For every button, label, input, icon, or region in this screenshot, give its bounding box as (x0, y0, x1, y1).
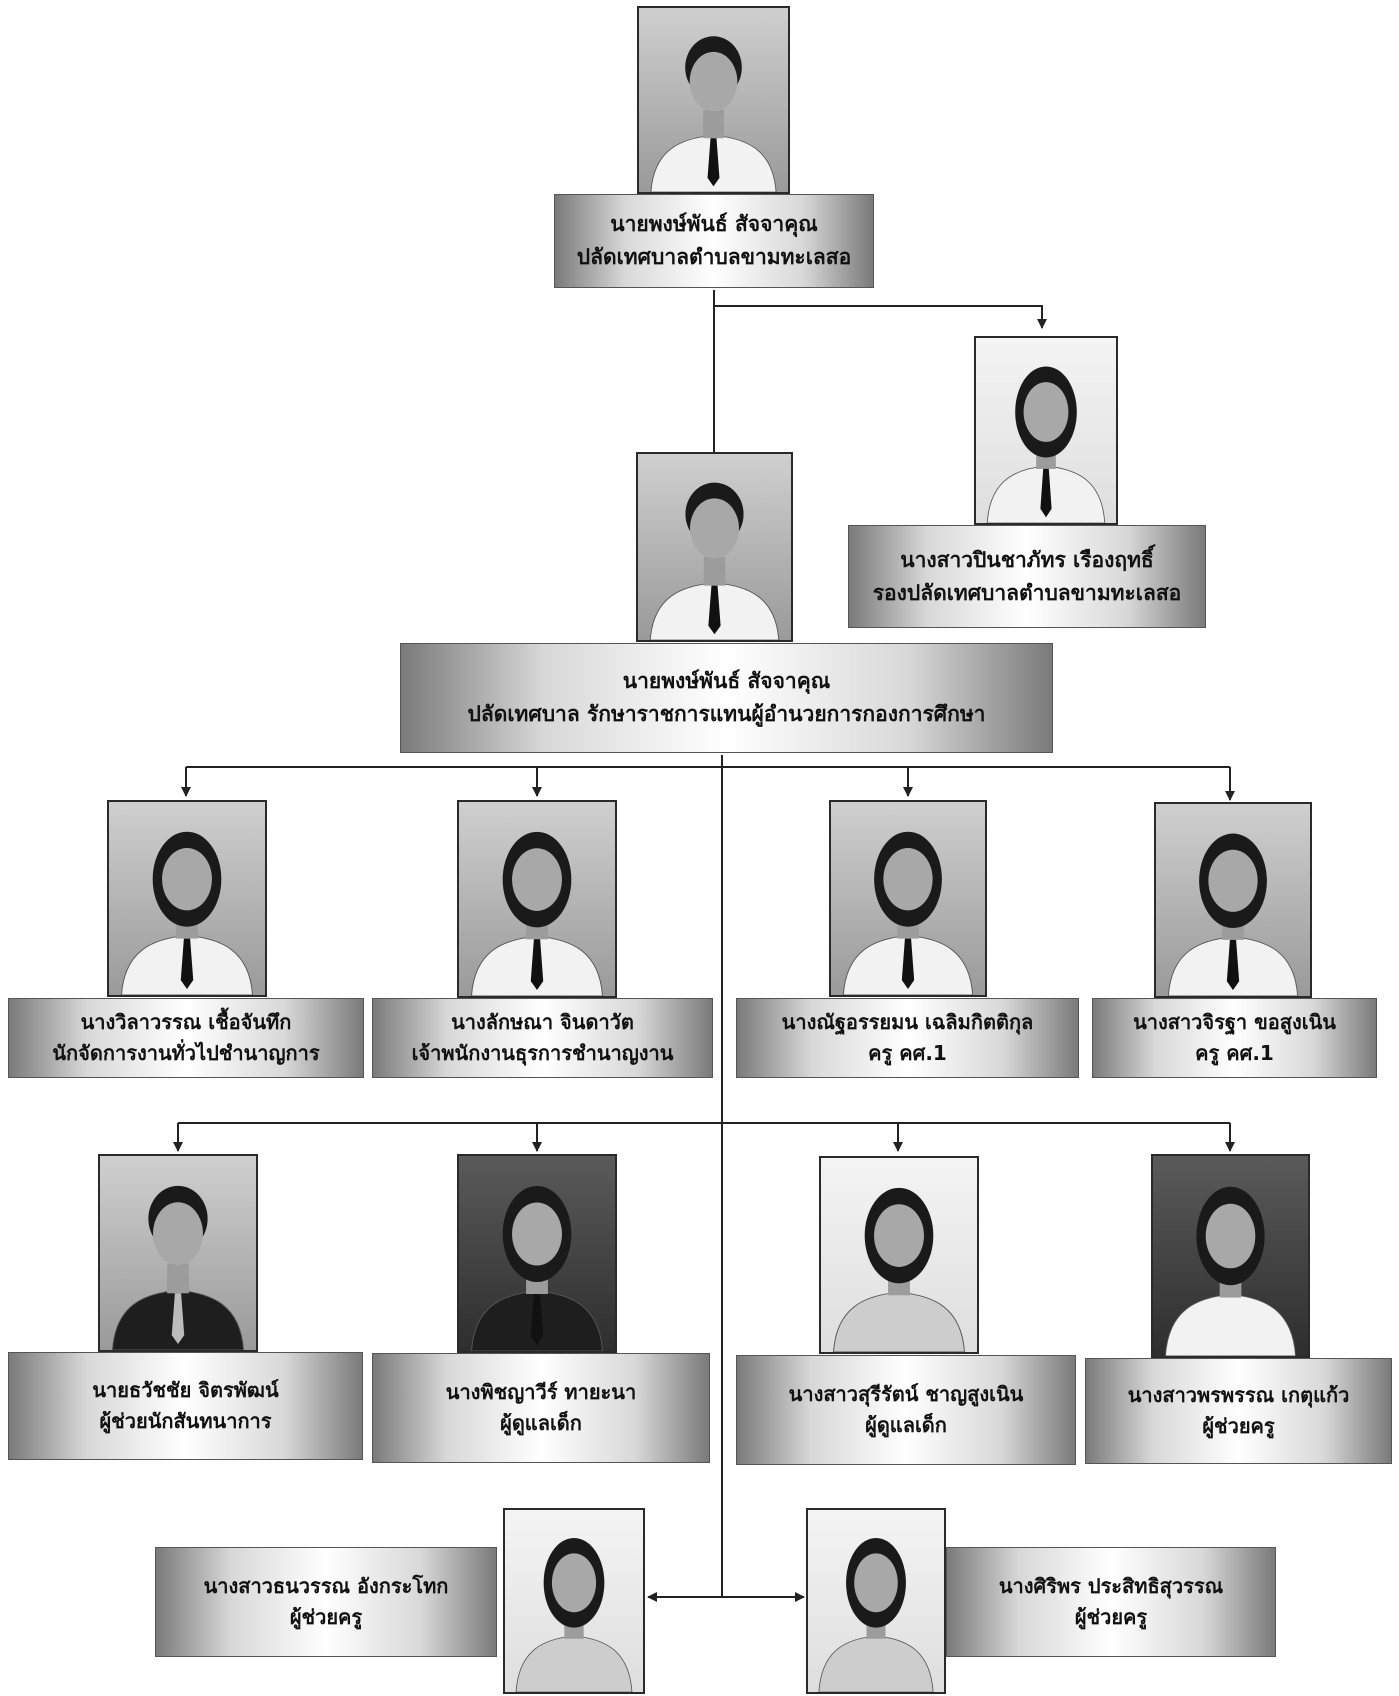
r1a-photo (107, 800, 267, 997)
r1c-photo (829, 800, 987, 997)
r3b-label: นางศิริพร ประสิทธิสุวรรณ ผู้ช่วยครู (946, 1547, 1276, 1657)
portrait-icon (1167, 833, 1299, 996)
face-shape (690, 498, 739, 559)
person-position: ผู้ช่วยครู (289, 1605, 363, 1629)
portrait-icon (986, 366, 1106, 523)
tie-shape (707, 138, 720, 187)
torso-shape (1164, 1293, 1297, 1356)
r1b-label: นางลักษณา จินดาวัต เจ้าพนักงานธุรการชำนา… (372, 998, 713, 1078)
tie-shape (1226, 939, 1240, 991)
tie-shape (530, 939, 544, 991)
neck-shape (703, 557, 726, 586)
r2d-label: นางสาวพรพรรณ เกตุแก้ว ผู้ช่วยครู (1085, 1358, 1392, 1464)
face-shape (1208, 849, 1258, 912)
r2a-label: นายธวัชชัย จิตรพัฒน์ ผู้ช่วยนักสันทนาการ (8, 1352, 363, 1460)
face-shape (162, 848, 212, 911)
face-shape (883, 848, 933, 911)
tie-shape (1040, 468, 1052, 518)
tie-shape (180, 938, 194, 990)
r1a-label: นางวิลาวรรณ เชื้อจันทึก นักจัดการงานทั่ว… (8, 998, 364, 1078)
portrait-icon (121, 831, 253, 995)
person-position: ผู้ดูแลเด็ก (500, 1411, 582, 1435)
portrait-icon (650, 36, 777, 192)
person-name: นางศิริพร ประสิทธิสุวรรณ (998, 1574, 1224, 1598)
top-label: นายพงษ์พันธ์ สัจจาคุณ ปลัดเทศบาลตำบลขามท… (554, 194, 874, 288)
person-name: นางวิลาวรรณ เชื้อจันทึก (80, 1010, 292, 1034)
person-position: ผู้ดูแลเด็ก (865, 1413, 947, 1437)
person-name: นางสาวจิรฐา ขอสูงเนิน (1133, 1010, 1336, 1034)
portrait-icon (1164, 1186, 1297, 1356)
person-name: นางณัฐอรรยมน เฉลิมกิตติกุล (781, 1010, 1034, 1034)
person-name: นายพงษ์พันธ์ สัจจาคุณ (622, 669, 831, 694)
r3a-label: นางสาวธนวรรณ อังกระโทก ผู้ช่วยครู (155, 1547, 497, 1657)
neck-shape (703, 109, 724, 139)
face-shape (689, 51, 738, 112)
r2c-photo (819, 1156, 979, 1354)
person-position: นักจัดการงานทั่วไปชำนาญการ (52, 1041, 320, 1065)
deputy-photo (974, 336, 1118, 525)
person-position: ผู้ช่วยครู (1074, 1605, 1148, 1629)
r3b-photo (806, 1508, 946, 1694)
r1d-photo (1154, 802, 1312, 998)
person-name: นางสาวพรพรรณ เกตุแก้ว (1127, 1383, 1350, 1407)
connector-to-deputy (714, 305, 1047, 329)
portrait-icon (515, 1538, 633, 1692)
person-position: ผู้ช่วยนักสันทนาการ (99, 1409, 272, 1433)
tie-shape (901, 938, 915, 990)
r2a-photo (98, 1154, 258, 1352)
person-name: นางพิชญาวีร์ ทายะนา (445, 1380, 637, 1404)
portrait-icon (818, 1538, 934, 1692)
person-name: นางสาวธนวรรณ อังกระโทก (203, 1574, 449, 1598)
person-position: ครู คศ.1 (868, 1041, 947, 1065)
deputy-label: นางสาวปินชาภัทร เรืองฤทธิ์ รองปลัดเทศบาล… (848, 525, 1206, 628)
tie-shape (530, 1294, 544, 1345)
r1c-label: นางณัฐอรรยมน เฉลิมกิตติกุล ครู คศ.1 (736, 998, 1079, 1078)
face-shape (854, 1553, 898, 1613)
r1d-label: นางสาวจิรฐา ขอสูงเนิน ครู คศ.1 (1092, 998, 1377, 1078)
top-photo (637, 6, 790, 194)
r2b-photo (457, 1154, 617, 1353)
person-position: เจ้าพนักงานธุรการชำนาญงาน (411, 1041, 674, 1065)
portrait-icon (112, 1185, 244, 1350)
person-name: นางลักษณา จินดาวัต (451, 1010, 634, 1034)
face-shape (1023, 382, 1069, 442)
person-position: รองปลัดเทศบาลตำบลขามทะเลสอ (872, 580, 1182, 605)
r1b-photo (457, 800, 617, 998)
head-photo (636, 452, 793, 642)
r2b-label: นางพิชญาวีร์ ทายะนา ผู้ดูแลเด็ก (372, 1353, 710, 1463)
tie-shape (171, 1293, 185, 1345)
tie-shape (708, 585, 721, 635)
face-shape (1205, 1203, 1256, 1269)
portrait-icon (842, 831, 974, 995)
face-shape (512, 1202, 562, 1266)
torso-shape (818, 1635, 934, 1692)
torso-shape (833, 1291, 965, 1352)
portrait-icon (649, 482, 780, 640)
face-shape (874, 1204, 924, 1267)
r2d-photo (1151, 1154, 1310, 1358)
person-name: นายธวัชชัย จิตรพัฒน์ (92, 1378, 279, 1402)
face-shape (512, 848, 562, 911)
r3a-photo (503, 1508, 645, 1694)
neck-shape (167, 1263, 189, 1294)
person-name: นายพงษ์พันธ์ สัจจาคุณ (610, 212, 818, 237)
person-position: ผู้ช่วยครู (1202, 1414, 1275, 1438)
torso-shape (515, 1635, 633, 1692)
person-position: ปลัดเทศบาล รักษาราชการแทนผู้อำนวยการกองก… (467, 702, 986, 726)
portrait-icon (833, 1187, 965, 1352)
head-label: นายพงษ์พันธ์ สัจจาคุณ ปลัดเทศบาล รักษารา… (400, 643, 1053, 753)
r2c-label: นางสาวสุรีรัตน์ ชาญสูงเนิน ผู้ดูแลเด็ก (736, 1355, 1076, 1465)
person-name: นางสาวสุรีรัตน์ ชาญสูงเนิน (788, 1382, 1024, 1406)
portrait-icon (471, 1186, 603, 1351)
portrait-icon (471, 831, 603, 996)
face-shape (153, 1202, 203, 1265)
person-name: นางสาวปินชาภัทร เรืองฤทธิ์ (900, 547, 1154, 572)
person-position: ปลัดเทศบาลตำบลขามทะเลสอ (576, 245, 852, 269)
face-shape (551, 1553, 597, 1613)
person-position: ครู คศ.1 (1195, 1041, 1274, 1065)
